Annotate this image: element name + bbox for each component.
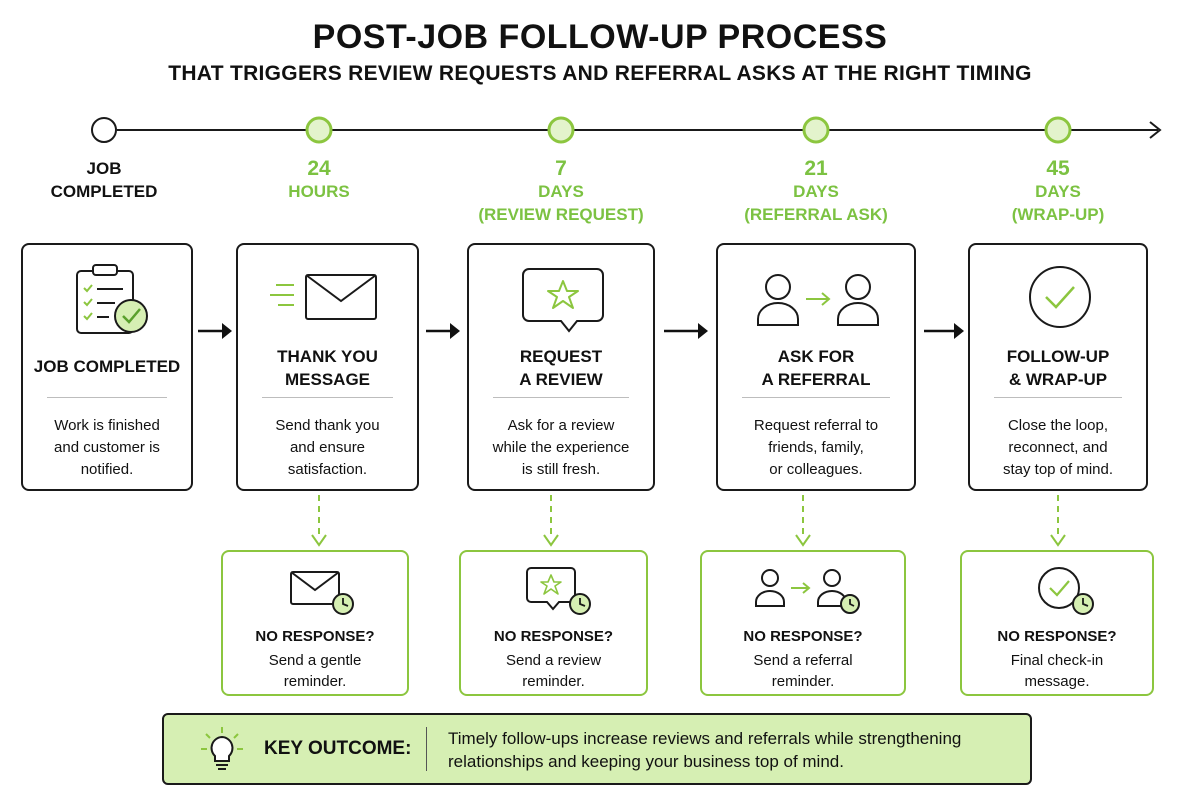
reminder-title: NO RESPONSE? bbox=[743, 628, 863, 645]
timeline-dot-7-days bbox=[547, 116, 575, 144]
flow-arrow-icon bbox=[426, 323, 460, 339]
page-title: POST-JOB FOLLOW-UP PROCESS bbox=[312, 18, 888, 56]
envelope-clock-icon bbox=[290, 571, 354, 615]
key-outcome-text: Timely follow-ups increase reviews and r… bbox=[448, 729, 962, 771]
star-bubble-clock-icon bbox=[526, 567, 591, 615]
card-divider bbox=[994, 397, 1122, 398]
step-card-wrap-up: FOLLOW-UP& WRAP-UP Close the loop,reconn… bbox=[968, 243, 1148, 491]
key-outcome-label: KEY OUTCOME: bbox=[264, 738, 412, 759]
card-divider bbox=[47, 397, 167, 398]
lightbulb-icon bbox=[201, 727, 243, 770]
page-subtitle: THAT TRIGGERS REVIEW REQUESTS AND REFERR… bbox=[168, 62, 1032, 85]
timeline bbox=[91, 116, 1162, 144]
referral-clock-icon bbox=[755, 569, 860, 614]
star-bubble-icon bbox=[522, 268, 604, 333]
key-outcome-divider bbox=[426, 727, 427, 771]
reminder-title: NO RESPONSE? bbox=[255, 628, 375, 645]
timeline-dot-job-completed bbox=[91, 117, 117, 143]
dashed-down-arrow-icon bbox=[543, 495, 559, 547]
flow-arrow-icon bbox=[924, 323, 964, 339]
reminder-title: NO RESPONSE? bbox=[997, 628, 1117, 645]
check-circle-clock-icon bbox=[1038, 567, 1094, 615]
dashed-down-arrow-icon bbox=[311, 495, 327, 547]
card-divider bbox=[262, 397, 393, 398]
key-outcome-banner: KEY OUTCOME: Timely follow-ups increase … bbox=[162, 713, 1032, 785]
card-divider bbox=[742, 397, 890, 398]
timeline-dot-21-days bbox=[802, 116, 830, 144]
card-divider bbox=[493, 397, 629, 398]
dashed-down-arrow-icon bbox=[795, 495, 811, 547]
check-circle-icon bbox=[1029, 266, 1091, 328]
card-title: FOLLOW-UP& WRAP-UP bbox=[1006, 347, 1110, 389]
flow-arrow-icon bbox=[198, 323, 232, 339]
flow-arrow-icon bbox=[664, 323, 708, 339]
referral-people-icon bbox=[757, 274, 879, 326]
dashed-down-arrow-icon bbox=[1050, 495, 1066, 547]
reminder-title: NO RESPONSE? bbox=[493, 628, 614, 645]
envelope-icon bbox=[270, 274, 377, 320]
timeline-dot-24-hours bbox=[305, 116, 333, 144]
timeline-dot-45-days bbox=[1044, 116, 1072, 144]
card-title: JOB COMPLETED bbox=[33, 357, 181, 376]
clipboard-check-icon bbox=[76, 264, 148, 334]
